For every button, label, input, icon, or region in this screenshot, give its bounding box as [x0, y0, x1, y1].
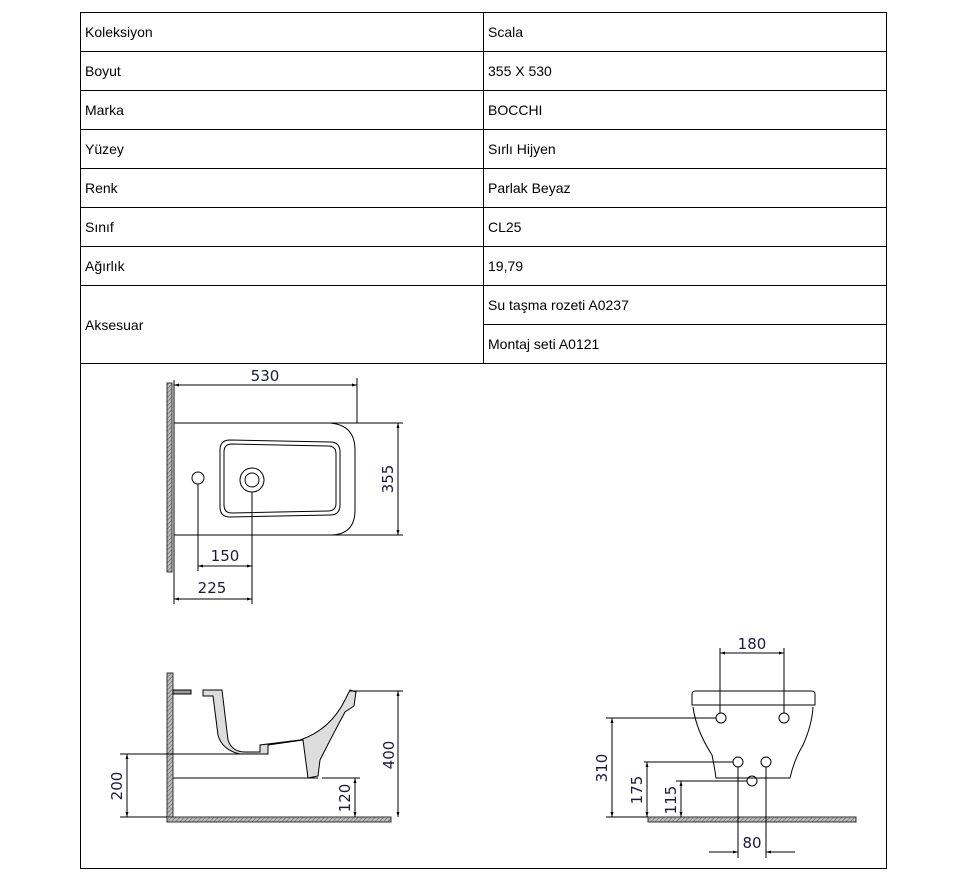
supply-hole-icon — [760, 756, 772, 768]
spec-label: Ağırlık — [80, 246, 484, 286]
wall — [166, 672, 174, 819]
dim-label: 200 — [108, 772, 126, 801]
dim-label: 115 — [662, 786, 680, 815]
supply-hole-icon — [732, 756, 744, 768]
spec-value: Sırlı Hijyen — [483, 129, 887, 169]
dim-label: 180 — [738, 635, 767, 653]
spec-value: CL25 — [483, 207, 887, 247]
drain-icon — [239, 467, 265, 493]
accessories-label: Aksesuar — [80, 285, 484, 364]
dim-label: 175 — [628, 776, 646, 805]
spec-label: Sınıf — [80, 207, 484, 247]
technical-drawing-frame — [80, 360, 887, 869]
spec-value: Scala — [483, 12, 887, 52]
floor — [647, 816, 857, 823]
bolt-hole-icon — [715, 712, 727, 724]
accessory-item: Su taşma rozeti A0237 — [483, 285, 887, 325]
table-row: Montaj seti A0121 — [81, 324, 887, 364]
spec-label: Koleksiyon — [80, 12, 484, 52]
dim-label: 80 — [742, 834, 761, 852]
basin-outline — [219, 439, 341, 518]
bidet-outline — [174, 422, 356, 536]
spec-value: BOCCHI — [483, 90, 887, 130]
floor — [166, 816, 392, 823]
dim-label: 400 — [380, 741, 398, 770]
dim-label: 120 — [336, 784, 354, 813]
accessory-item: Montaj seti A0121 — [483, 324, 887, 364]
bidet-section — [202, 689, 357, 779]
spec-value: 355 X 530 — [483, 51, 887, 91]
dim-label: 150 — [211, 547, 240, 565]
dim-label: 530 — [251, 367, 280, 385]
top-view — [166, 378, 403, 604]
bowl-outline — [692, 706, 814, 779]
dim-label: 310 — [593, 754, 611, 783]
bolt-hole-icon — [778, 712, 790, 724]
spec-label: Yüzey — [80, 129, 484, 169]
rim-outline — [691, 690, 816, 706]
wall — [166, 382, 173, 573]
dim-label: 355 — [379, 465, 397, 494]
spec-value: Parlak Beyaz — [483, 168, 887, 208]
tap-hole-icon — [191, 471, 205, 485]
dim-label: 225 — [198, 579, 227, 597]
front-view — [606, 648, 857, 858]
side-view — [120, 672, 403, 823]
spec-value: 19,79 — [483, 246, 887, 286]
spec-label: Renk — [80, 168, 484, 208]
